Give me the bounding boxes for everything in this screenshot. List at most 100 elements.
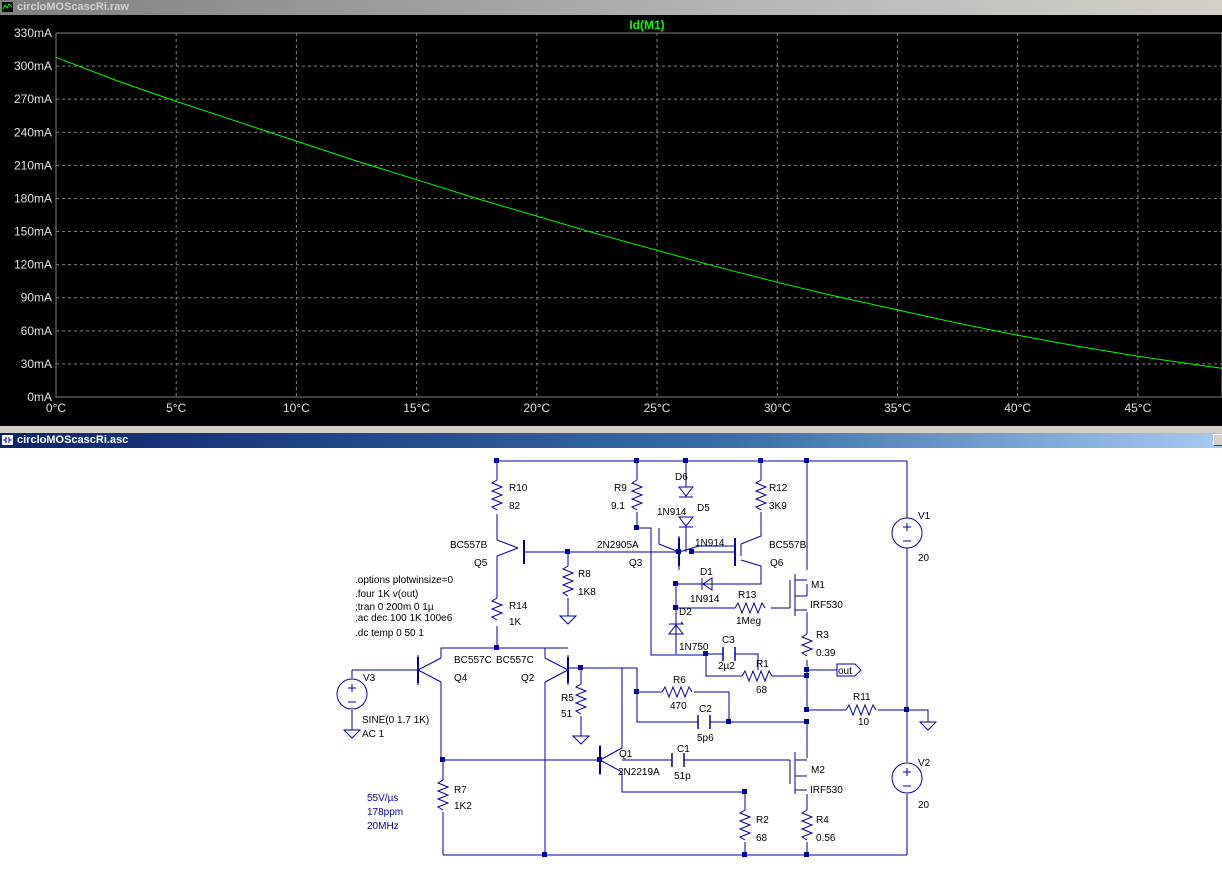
value-c2: 5p6 [697,733,714,744]
diode-d6 [677,486,695,498]
label-r12: R12 [769,483,788,494]
value-r4: 0.56 [816,833,836,844]
model-q5: BC557B [450,540,488,551]
trace-line-idm1[interactable] [55,56,1222,369]
spice-directive: .options plotwinsize=0 [355,575,454,586]
resistor-r9 [630,479,644,511]
resistor-r3 [800,633,814,657]
label-d1: D1 [700,567,713,578]
resistor-r4 [800,809,814,841]
spice-directive: .dc temp 0 50 1 [355,628,424,639]
spice-comment: ;ac dec 100 1K 100e6 [355,613,453,624]
label-q2: Q2 [521,673,535,684]
x-tick-label: 0°C [46,401,66,415]
y-tick-label: 240mA [14,125,52,139]
note-distortion: 178ppm [367,807,403,818]
junction-dots [440,458,909,857]
value-r11: 10 [858,717,870,728]
y-tick-label: 210mA [14,158,52,172]
trace-label-idm1[interactable]: Id(M1) [629,18,664,32]
label-r6: R6 [673,675,686,686]
value-c1: 51p [674,771,691,782]
y-tick-label: 180mA [14,191,52,205]
resistor-r13 [734,601,766,615]
model-q6: BC557B [769,540,807,551]
capacitor-c1 [671,753,685,767]
window-control-button[interactable] [1213,434,1222,446]
model-q1: 2N2219A [618,767,660,778]
resistor-r11 [845,703,877,717]
value-r14: 1K [509,617,522,628]
model-d2: 1N750 [679,642,709,653]
resistor-r10 [490,479,504,511]
x-tick-label: 25°C [644,401,671,415]
schematic-window-title: circloMOScascRi.asc [17,434,129,446]
y-tick-label: 60mA [21,324,52,338]
y-tick-labels: 0mA30mA60mA90mA120mA150mA180mA210mA240mA… [14,26,52,404]
schematic-canvas[interactable]: R10 82 R9 9.1 D6 1N914 D5 1N914 R12 3K9 … [0,448,1222,873]
value-v2: 20 [918,800,930,811]
ground-r8 [558,615,578,625]
plot-window-titlebar[interactable]: circloMOScascRi.raw [0,0,1222,15]
y-tick-label: 150mA [14,225,52,239]
plot-grid [56,33,1222,397]
plot-canvas[interactable]: Id(M1) 0mA30mA60mA90mA120mA150mA180mA210… [0,15,1222,426]
diode-d5 [677,516,695,528]
plot-window-title: circloMOScascRi.raw [17,1,129,13]
ground-v3 [342,729,362,739]
diode-d2 [667,621,685,635]
resistor-r8 [561,565,575,597]
note-bandwidth: 20MHz [367,821,399,832]
label-q5: Q5 [474,558,488,569]
x-tick-label: 40°C [1004,401,1031,415]
label-d6: D6 [675,472,688,483]
label-c1: C1 [677,744,690,755]
schematic-window-titlebar[interactable]: circloMOScascRi.asc [0,433,1222,448]
value-r10: 82 [509,501,521,512]
voltage-source-v2 [891,762,923,794]
x-tick-label: 15°C [403,401,430,415]
resistor-r7 [436,779,450,811]
diode-symbols [667,486,713,635]
value-r3: 0.39 [816,648,836,659]
label-r4: R4 [816,815,829,826]
resistor-r14 [490,597,504,621]
waveform-icon [2,2,13,12]
y-tick-label: 0mA [27,390,52,404]
value-r5: 51 [561,709,573,720]
schematic-icon [2,435,13,445]
value-r9: 9.1 [611,501,625,512]
label-c2: C2 [699,704,712,715]
value-v3-sine: SINE(0 1.7 1K) [362,715,429,726]
label-r8: R8 [578,569,591,580]
model-d5: 1N914 [695,538,725,549]
voltage-source-v1 [891,517,923,549]
y-tick-label: 300mA [14,59,52,73]
y-tick-label: 30mA [21,357,52,371]
value-r13: 1Meg [736,616,761,627]
capacitor-c2 [697,715,711,729]
y-tick-label: 270mA [14,92,52,106]
ground-r5 [571,735,591,745]
spice-comment: ;tran 0 200m 0 1µ [355,602,434,613]
value-r6: 470 [670,701,687,712]
x-tick-label: 30°C [764,401,791,415]
ground-r11 [918,721,938,731]
label-r9: R9 [614,483,627,494]
label-r7: R7 [454,785,467,796]
label-v1: V1 [918,511,931,522]
plot-area-border [55,32,1222,398]
transistor-symbols [417,538,736,774]
spice-directive: .four 1K v(out) [355,589,418,600]
value-r7: 1K2 [454,801,472,812]
model-d1: 1N914 [690,594,720,605]
x-tick-label: 20°C [523,401,550,415]
voltage-source-v3 [336,678,368,710]
label-q4: Q4 [454,673,468,684]
label-r3: R3 [816,630,829,641]
y-tick-label: 120mA [14,258,52,272]
value-r12: 3K9 [769,501,787,512]
label-r2: R2 [756,815,769,826]
